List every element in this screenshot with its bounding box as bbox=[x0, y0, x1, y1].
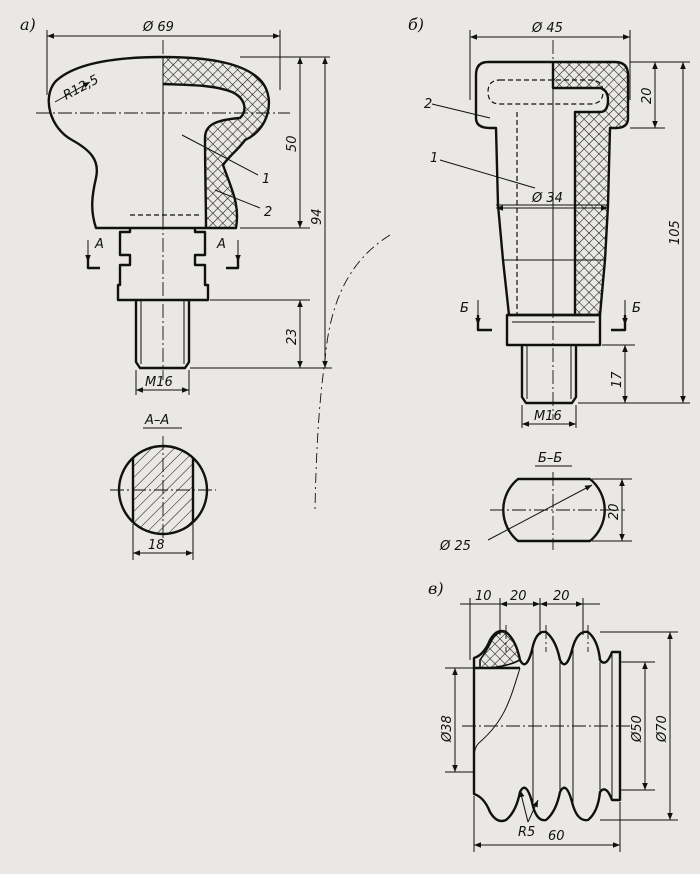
dim-section-b-diameter: Ø 25 bbox=[439, 539, 471, 554]
dim-d-inner-c: Ø38 bbox=[440, 715, 455, 743]
dim-length-c: 60 bbox=[548, 829, 565, 844]
dim-height-total-b: 105 bbox=[668, 220, 683, 245]
leader-b-2 bbox=[431, 103, 491, 119]
dim-section-a-width: 18 bbox=[148, 538, 165, 553]
dim-thread-a: M16 bbox=[145, 375, 173, 390]
knob-a-insert bbox=[162, 82, 246, 229]
break-line bbox=[314, 234, 391, 511]
cut-label-b-right: Б bbox=[632, 301, 641, 316]
dim-height-top-b: 20 bbox=[640, 87, 655, 104]
dim-line-radius-c-2 bbox=[527, 799, 539, 823]
grip-c-outline bbox=[472, 629, 622, 823]
leader-a-1-label: 1 bbox=[262, 172, 270, 187]
dim-inner-diameter-b: Ø 34 bbox=[531, 191, 563, 206]
figure-b: б) Ø 45 20 105 17 bbox=[408, 15, 690, 554]
dim-line-section-b-diameter bbox=[487, 484, 593, 541]
dim-diameter-a: Ø 69 bbox=[142, 20, 174, 35]
dim-d-mid-c: Ø50 bbox=[630, 715, 645, 743]
dim-line-radius-a bbox=[54, 81, 91, 103]
dim-w2-c: 20 bbox=[510, 589, 527, 604]
section-b-shape bbox=[502, 477, 606, 543]
section-b-title: Б–Б bbox=[538, 451, 562, 466]
cut-label-a-right: А bbox=[216, 237, 226, 252]
dim-h3-a: 23 bbox=[285, 328, 300, 345]
leader-a-1 bbox=[181, 134, 259, 176]
figure-a: а) Ø 69 R12,5 1 2 bbox=[20, 15, 391, 560]
cut-mark-a-right bbox=[226, 255, 240, 270]
cut-label-a-left: А bbox=[94, 237, 104, 252]
dim-h1-a: 50 bbox=[285, 135, 300, 152]
section-a-title: А–А bbox=[144, 413, 169, 428]
dim-w1-c: 10 bbox=[475, 589, 492, 604]
dim-line-radius-c-1 bbox=[518, 789, 529, 823]
cut-mark-b-right bbox=[611, 315, 627, 332]
figure-b-label: б) bbox=[408, 15, 424, 34]
figure-a-label: а) bbox=[20, 15, 36, 34]
dim-section-b-width: 20 bbox=[607, 503, 622, 520]
knob-b-insert bbox=[551, 62, 610, 315]
dim-diameter-b: Ø 45 bbox=[531, 21, 563, 36]
figure-c: в) 10 20 20 Ø38 bbox=[428, 579, 678, 852]
dim-radius-c: R5 bbox=[518, 825, 535, 840]
dim-thread-b: M16 bbox=[534, 409, 562, 424]
dim-d-outer-c: Ø70 bbox=[655, 715, 670, 743]
dim-h2-a: 94 bbox=[310, 208, 325, 225]
leader-b-1-label: 1 bbox=[430, 151, 438, 166]
dim-w3-c: 20 bbox=[553, 589, 570, 604]
knob-b-hatched-half bbox=[553, 62, 628, 315]
knob-a-hatched-half bbox=[163, 57, 269, 228]
leader-a-2-label: 2 bbox=[264, 205, 272, 220]
knob-b-collar bbox=[505, 313, 602, 347]
leader-a-2 bbox=[214, 189, 261, 209]
leader-b-1 bbox=[439, 159, 536, 189]
cut-mark-a-left bbox=[86, 255, 100, 270]
thread-a bbox=[134, 300, 191, 370]
cut-label-b-left: Б bbox=[460, 301, 469, 316]
cut-mark-b-left bbox=[476, 315, 492, 332]
dim-thread-height-b: 17 bbox=[610, 371, 625, 388]
figure-c-label: в) bbox=[428, 579, 444, 598]
thread-b bbox=[520, 345, 578, 405]
knob-b-slot bbox=[487, 79, 604, 105]
grip-c-insert-curve bbox=[473, 667, 521, 761]
knob-a-outline bbox=[47, 55, 271, 230]
dim-radius-a: R12,5 bbox=[61, 72, 102, 103]
grip-c-hatch bbox=[479, 630, 521, 669]
leader-b-2-label: 2 bbox=[424, 97, 432, 112]
